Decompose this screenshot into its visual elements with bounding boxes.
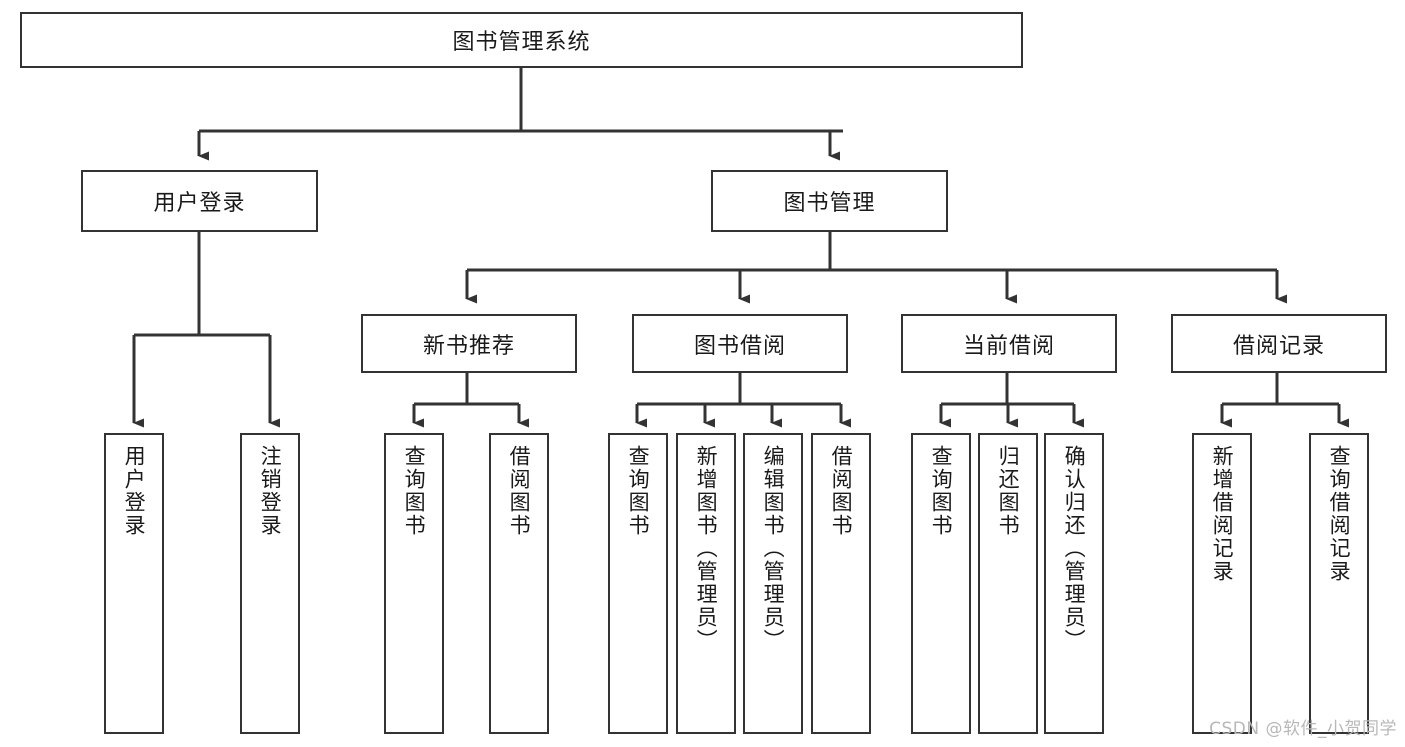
node-leaf-confirm-return-label: 确认归还（管理员） [1062,445,1087,652]
node-leaf-query-book-2[interactable]: 查询图书 [608,433,668,734]
node-leaf-query-book-2-label: 查询图书 [626,445,651,537]
node-borrow-record[interactable]: 借阅记录 [1171,314,1387,373]
node-book-borrow[interactable]: 图书借阅 [632,314,848,373]
node-root-label: 图书管理系统 [452,30,591,55]
node-leaf-query-record[interactable]: 查询借阅记录 [1309,433,1369,734]
node-new-book-rec[interactable]: 新书推荐 [361,314,577,373]
node-leaf-add-book-label: 新增图书（管理员） [694,445,719,652]
node-leaf-query-record-label: 查询借阅记录 [1327,445,1352,583]
node-book-borrow-label: 图书借阅 [693,333,786,359]
node-leaf-add-book[interactable]: 新增图书（管理员） [676,433,736,734]
node-root[interactable]: 图书管理系统 [20,12,1023,68]
node-leaf-borrow-book-1-label: 借阅图书 [507,445,532,537]
node-leaf-query-book-1[interactable]: 查询图书 [384,433,444,734]
node-leaf-query-book-1-label: 查询图书 [402,445,427,537]
node-leaf-edit-book[interactable]: 编辑图书（管理员） [743,433,803,734]
node-leaf-confirm-return[interactable]: 确认归还（管理员） [1044,433,1104,734]
node-user-login-label: 用户登录 [153,191,246,216]
node-leaf-user-logout-label: 注销登录 [258,445,283,537]
node-user-login[interactable]: 用户登录 [81,170,318,232]
node-leaf-borrow-book-1[interactable]: 借阅图书 [489,433,549,734]
node-leaf-query-book-3[interactable]: 查询图书 [911,433,971,734]
node-leaf-edit-book-label: 编辑图书（管理员） [761,445,786,652]
node-leaf-user-login-label: 用户登录 [122,445,147,537]
node-book-manage[interactable]: 图书管理 [711,170,948,232]
node-book-manage-label: 图书管理 [783,191,876,216]
node-borrow-record-label: 借阅记录 [1232,333,1325,359]
node-current-borrow[interactable]: 当前借阅 [901,314,1117,373]
node-leaf-query-book-3-label: 查询图书 [929,445,954,537]
node-leaf-user-login[interactable]: 用户登录 [104,433,164,734]
node-current-borrow-label: 当前借阅 [962,333,1055,359]
node-leaf-add-record-label: 新增借阅记录 [1210,445,1235,583]
node-leaf-borrow-book-2[interactable]: 借阅图书 [811,433,871,734]
node-leaf-borrow-book-2-label: 借阅图书 [829,445,854,537]
node-leaf-add-record[interactable]: 新增借阅记录 [1192,433,1252,734]
node-leaf-return-book[interactable]: 归还图书 [978,433,1038,734]
node-new-book-rec-label: 新书推荐 [422,333,515,359]
node-leaf-user-logout[interactable]: 注销登录 [240,433,300,734]
node-leaf-return-book-label: 归还图书 [996,445,1021,537]
